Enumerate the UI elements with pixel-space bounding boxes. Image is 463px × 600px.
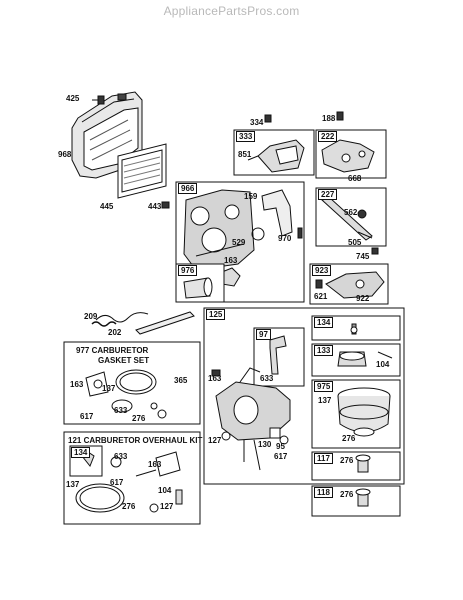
callout-976: 976 (178, 265, 198, 276)
part-number-851: 851 (238, 150, 252, 159)
part-number-137-gasket: 137 (102, 384, 116, 393)
fuel-filter-976-drawing (183, 277, 213, 299)
control-bracket-923-drawing (315, 271, 385, 299)
part-number-104-kit: 104 (158, 486, 172, 495)
part-number-137-kit: 137 (66, 480, 80, 489)
part-number-617-kit: 617 (110, 478, 124, 487)
governor-spring-linkage-drawing (91, 311, 195, 335)
float-bowl-975-drawing (337, 387, 391, 437)
part-number-425: 425 (66, 94, 80, 103)
bracket-159-drawing (261, 189, 293, 237)
callout-222: 222 (318, 131, 338, 142)
callout-923: 923 (312, 265, 332, 276)
callout-966: 966 (178, 183, 198, 194)
part-number-163-gasket: 163 (70, 380, 84, 389)
part-number-529: 529 (232, 238, 246, 247)
part-number-188: 188 (322, 114, 336, 123)
gasket-set-title-line1: 977 CARBURETOR (76, 346, 149, 355)
part-number-163-carb: 163 (208, 374, 222, 383)
part-number-968: 968 (58, 150, 72, 159)
callout-97: 97 (256, 329, 271, 340)
part-number-130: 130 (258, 440, 272, 449)
callout-133: 133 (314, 345, 334, 356)
part-number-163-top: 163 (224, 256, 238, 265)
overhaul-kit-title: 121 CARBURETOR OVERHAUL KIT (68, 436, 203, 445)
part-number-445: 445 (100, 202, 114, 211)
bowl-screw-117-drawing (355, 454, 371, 473)
part-number-970: 970 (278, 234, 292, 243)
watermark: AppliancePartsPros.com (163, 4, 300, 18)
part-number-127-carb: 127 (208, 436, 222, 445)
part-number-922: 922 (356, 294, 370, 303)
bracket-222-drawing (321, 139, 375, 173)
callout-117: 117 (314, 453, 333, 464)
part-number-276-118: 276 (340, 490, 354, 499)
bowl-screw-118-drawing (355, 488, 371, 507)
part-number-104-float: 104 (376, 360, 390, 369)
part-number-617-carb: 617 (274, 452, 288, 461)
part-number-633-kit: 633 (114, 452, 128, 461)
part-number-95: 95 (276, 442, 285, 451)
needle-97-drawing (269, 335, 287, 375)
part-number-127-kit: 127 (160, 502, 174, 511)
air-filter-drawing (117, 143, 167, 199)
callout-227: 227 (318, 189, 338, 200)
governor-part-333-drawing (247, 139, 305, 173)
needle-134-drawing (350, 323, 358, 335)
part-number-202: 202 (108, 328, 122, 337)
float-133-drawing (337, 351, 393, 367)
part-number-621: 621 (314, 292, 328, 301)
part-number-276-117: 276 (340, 456, 354, 465)
callout-125: 125 (206, 309, 226, 320)
part-number-276-kit: 276 (122, 502, 136, 511)
carburetor-housing-966-drawing (183, 189, 255, 271)
part-number-209: 209 (84, 312, 98, 321)
gasket-set-977-drawing (85, 369, 167, 419)
callout-333: 333 (236, 131, 256, 142)
part-number-617-gasket: 617 (80, 412, 94, 421)
part-number-633-gasket: 633 (114, 406, 128, 415)
part-number-562: 562 (344, 208, 358, 217)
part-number-334: 334 (250, 118, 264, 127)
part-number-443: 443 (148, 202, 162, 211)
carburetor-body-drawing (215, 367, 291, 471)
callout-134: 134 (314, 317, 334, 328)
callout-118: 118 (314, 487, 333, 498)
part-number-163-kit: 163 (148, 460, 162, 469)
gasket-set-title-line2: GASKET SET (98, 356, 150, 365)
part-number-365: 365 (174, 376, 188, 385)
part-number-276-bowl: 276 (342, 434, 356, 443)
part-number-159: 159 (244, 192, 258, 201)
part-number-137-bowl: 137 (318, 396, 332, 405)
callout-975: 975 (314, 381, 334, 392)
callout-134-kit: 134 (71, 447, 91, 458)
part-number-276-gasket: 276 (132, 414, 146, 423)
part-number-668: 668 (348, 174, 362, 183)
part-number-505: 505 (348, 238, 362, 247)
part-number-745: 745 (356, 252, 370, 261)
part-number-633-needle: 633 (260, 374, 274, 383)
